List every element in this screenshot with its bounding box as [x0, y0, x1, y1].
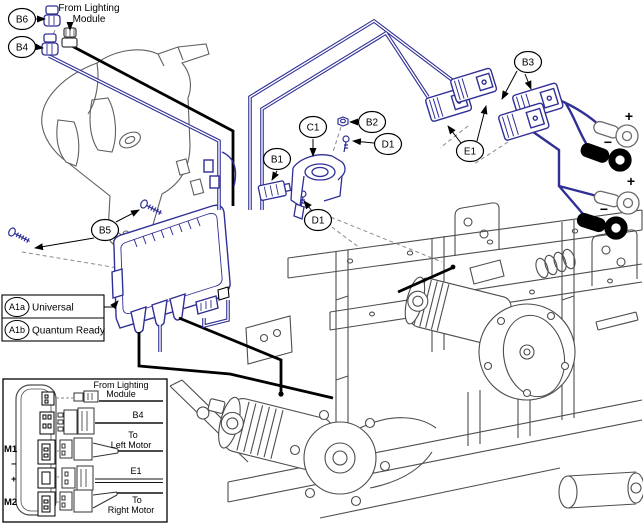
legend-row2-label: Quantum Ready: [32, 326, 105, 337]
battery-minus-sign-1: −: [604, 134, 612, 150]
callout-d1-lower: D1: [303, 208, 333, 232]
from-lighting-module-note: From Lighting Module: [58, 3, 119, 25]
inset-minus-label: −: [11, 459, 17, 470]
callouts: B6 B4 B5 B1 C1 B2 D1 D1 E1 B3: [7, 7, 543, 242]
callout-b6: B6: [7, 7, 37, 31]
inset-row1-line2: Module: [106, 389, 136, 399]
lighting-connector: [61, 27, 78, 48]
callout-b1: B1: [262, 147, 292, 171]
callout-e1-label: E1: [464, 147, 477, 158]
right-motor: [404, 259, 576, 401]
legend-table: A1a A1b Universal Quantum Ready: [1, 294, 119, 342]
chassis-frame: [169, 202, 643, 519]
connector-b4-inline: [41, 33, 59, 56]
inset-row5-line1: To: [132, 495, 142, 505]
nut-b2: [337, 116, 349, 127]
legend-arrow: [104, 300, 119, 310]
battery-plus-sign-2: +: [627, 173, 635, 189]
callout-b5-label: B5: [99, 226, 112, 237]
seat-shroud: [41, 43, 210, 247]
callout-b3: B3: [513, 50, 543, 74]
wire-harness-black: [69, 43, 453, 400]
battery-plus-sign-1: +: [625, 108, 633, 124]
callout-b5: B5: [90, 218, 120, 242]
callout-b2-label: B2: [366, 118, 379, 129]
inset-row5-line2: Right Motor: [108, 505, 155, 515]
inset-row3-line1: To: [128, 430, 138, 440]
inset-row-e1: E1: [61, 465, 163, 491]
legend-row2-id: A1b: [9, 325, 25, 335]
motor-terminal-dot2: [450, 264, 456, 270]
callout-b2: B2: [357, 110, 387, 134]
controller-module: [111, 204, 231, 334]
legend-row1-id: A1a: [9, 302, 25, 312]
callout-e1: E1: [455, 139, 485, 163]
from-lighting-line2: Module: [73, 14, 106, 25]
callout-d1-upper: D1: [373, 132, 403, 156]
left-motor: [196, 396, 437, 507]
callout-b1-label: B1: [271, 155, 284, 166]
clip-navy: [203, 151, 237, 189]
inset-row2-line1: B4: [132, 410, 143, 420]
connectors-b3: [498, 82, 564, 141]
bracket-c1: [290, 154, 346, 220]
connector-b1: [257, 180, 292, 201]
inset-row-right-motor: To Right Motor: [59, 489, 163, 515]
screws-b5: [8, 199, 162, 243]
inset-row4-line1: E1: [130, 466, 141, 476]
battery-minus-sign-2: −: [600, 201, 608, 217]
callout-c1: C1: [298, 115, 328, 139]
inset-m2-label: M2: [4, 497, 17, 508]
callout-b4: B4: [7, 35, 37, 59]
legend-row1-label: Universal: [32, 303, 74, 314]
callout-arrows: [34, 15, 532, 251]
screw-d1-upper: [342, 135, 350, 153]
callout-b4-label: B4: [16, 43, 29, 54]
wire-harness-blue: [48, 18, 454, 352]
inset-row3-line2: Left Motor: [111, 440, 152, 450]
inset-m1-label: M1: [4, 444, 18, 455]
inset-row1-line1: From Lighting: [93, 380, 148, 390]
inset-row-left-motor: To Left Motor: [59, 430, 163, 461]
inset-row-lighting: From Lighting Module: [73, 380, 163, 403]
callout-d1-upper-label: D1: [382, 140, 395, 151]
callout-d1-lower-label: D1: [312, 216, 325, 227]
inset-panel: M1 − + M2 From Lighting Module B4: [2, 378, 168, 523]
callout-b3-label: B3: [522, 58, 535, 69]
inset-plus-label: +: [11, 474, 17, 485]
callout-c1-label: C1: [307, 123, 320, 134]
inset-ports: [37, 391, 56, 517]
callout-b6-label: B6: [16, 15, 29, 26]
connector-b6: [43, 5, 61, 27]
connectors-e1: [425, 67, 498, 122]
motor-terminal-dot: [278, 391, 284, 397]
from-lighting-line1: From Lighting: [58, 3, 119, 14]
inset-row-b4: B4: [57, 407, 163, 435]
battery-terminals: + − + −: [576, 108, 640, 240]
